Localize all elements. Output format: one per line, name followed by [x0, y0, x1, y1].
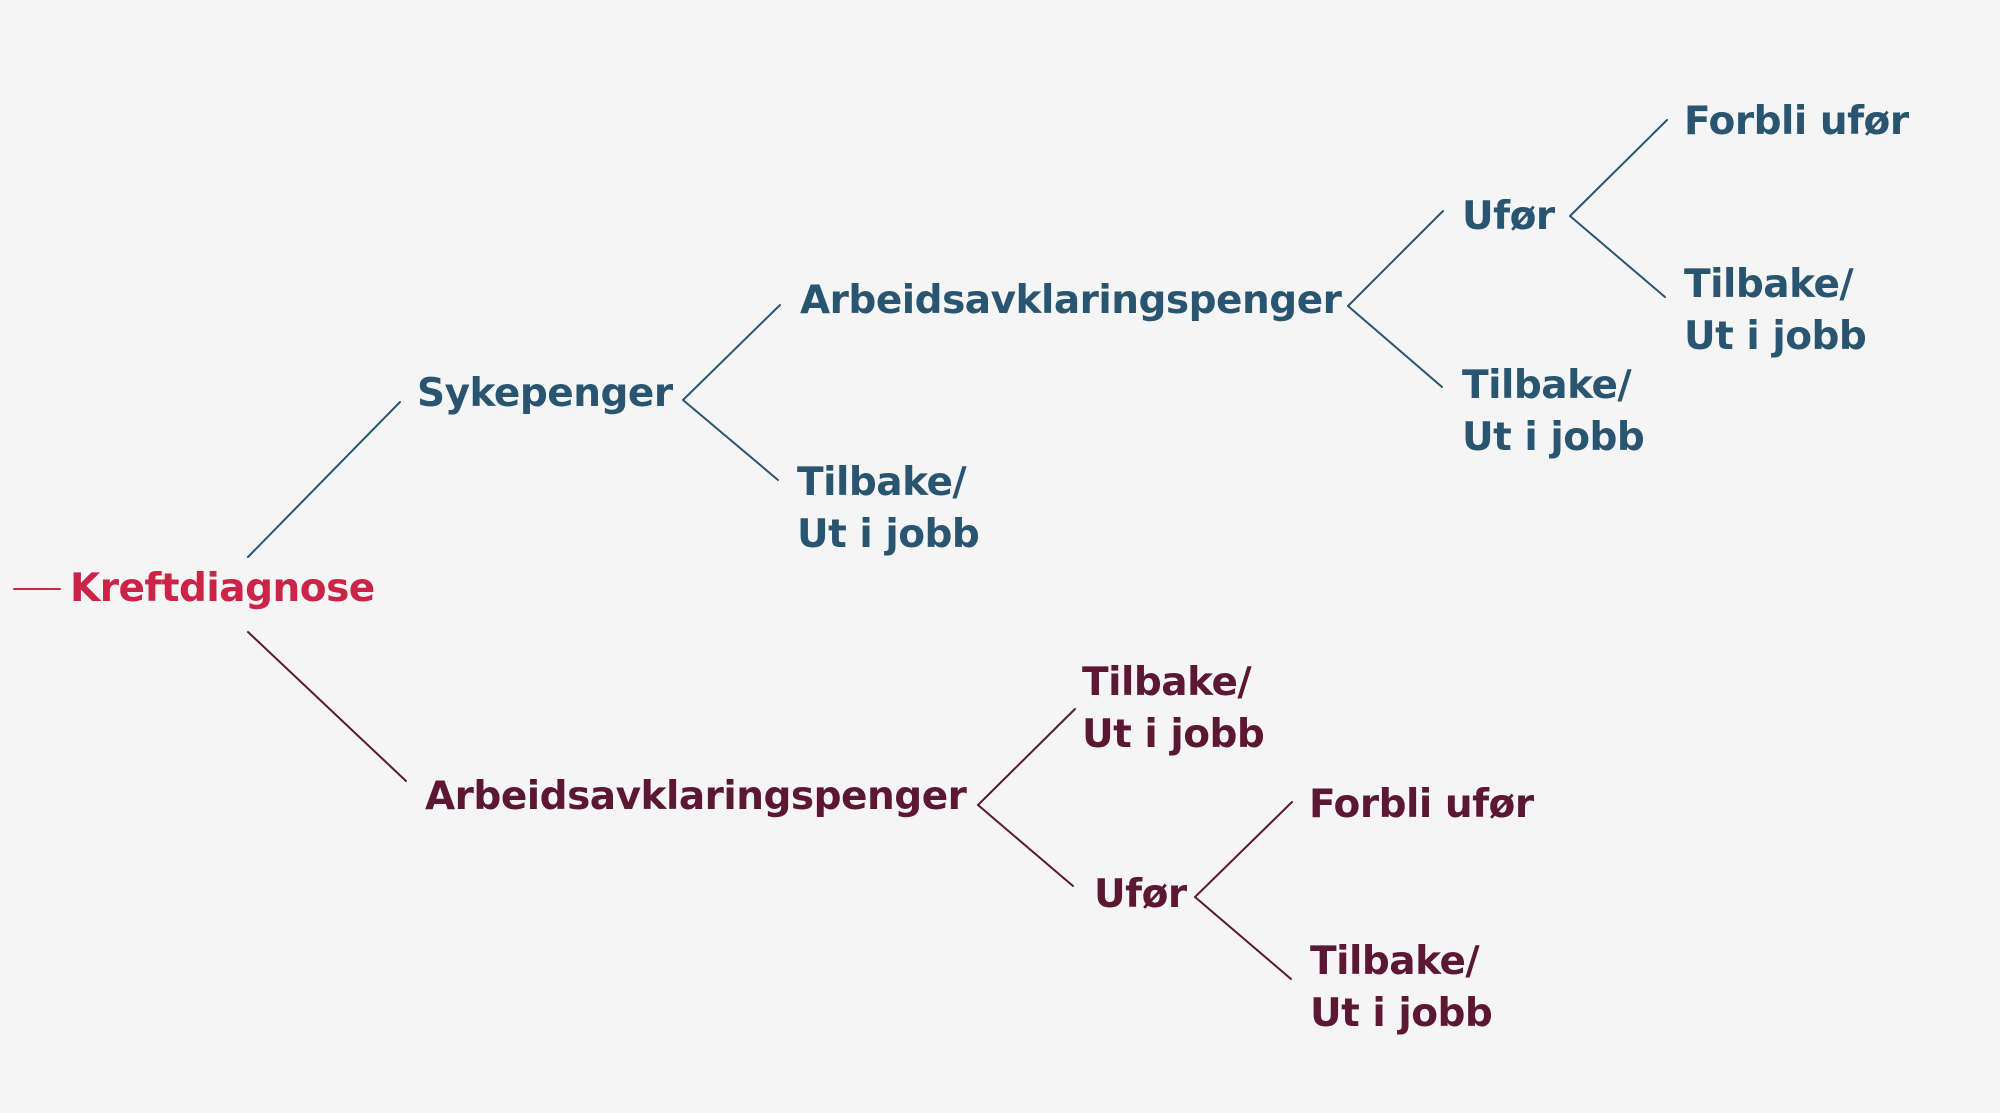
- node-line-1: Tilbake/: [1462, 363, 1632, 408]
- node-line-2: Ut i jobb: [1310, 991, 1493, 1036]
- node-arbeidsavklaringspenger-upper: Arbeidsavklaringspenger: [800, 278, 1342, 323]
- node-line-2: Ut i jobb: [1462, 415, 1645, 460]
- edge-aap-tilbake: [1347, 305, 1443, 388]
- node-line-2: Ut i jobb: [1684, 314, 1867, 359]
- edge-aap-ufor: [1347, 210, 1444, 307]
- node-line-1: Tilbake/: [797, 460, 967, 505]
- node-forbli-ufor-upper: Forbli ufør: [1684, 99, 1909, 144]
- edge-ufor-forbli: [1569, 119, 1668, 217]
- node-tilbake-after-aap-upper: Tilbake/ Ut i jobb: [1462, 360, 1645, 464]
- node-tilbake-after-sykepenger: Tilbake/ Ut i jobb: [797, 457, 980, 561]
- node-sykepenger: Sykepenger: [417, 371, 673, 416]
- edge-ufor-tilbake: [1569, 215, 1666, 298]
- node-tilbake-after-ufor-upper: Tilbake/ Ut i jobb: [1684, 259, 1867, 363]
- node-forbli-ufor-lower: Forbli ufør: [1309, 782, 1534, 827]
- node-ufor-lower: Ufør: [1094, 872, 1187, 917]
- node-tilbake-after-aap-lower: Tilbake/ Ut i jobb: [1082, 657, 1265, 761]
- edge-root-aap-lower: [247, 631, 407, 782]
- edge-aap-tilbake-lower: [977, 708, 1076, 806]
- node-line-1: Tilbake/: [1082, 660, 1252, 705]
- node-line-1: Tilbake/: [1310, 939, 1480, 984]
- node-line-1: Tilbake/: [1684, 262, 1854, 307]
- edge-ufor-forbli-lower: [1194, 801, 1293, 898]
- node-line-2: Ut i jobb: [1082, 712, 1265, 757]
- node-line-2: Ut i jobb: [797, 512, 980, 557]
- node-tilbake-after-ufor-lower: Tilbake/ Ut i jobb: [1310, 936, 1493, 1040]
- node-ufor-upper: Ufør: [1462, 194, 1555, 239]
- root-node-kreftdiagnose: Kreftdiagnose: [70, 566, 375, 611]
- edge-root-sykepenger: [247, 401, 401, 558]
- edge-sykepenger-tilbake: [682, 399, 779, 481]
- edge-sykepenger-aap: [682, 304, 781, 401]
- node-arbeidsavklaringspenger-lower: Arbeidsavklaringspenger: [425, 774, 967, 819]
- edge-aap-ufor-lower: [977, 804, 1074, 887]
- edge-ufor-tilbake-lower: [1194, 896, 1292, 980]
